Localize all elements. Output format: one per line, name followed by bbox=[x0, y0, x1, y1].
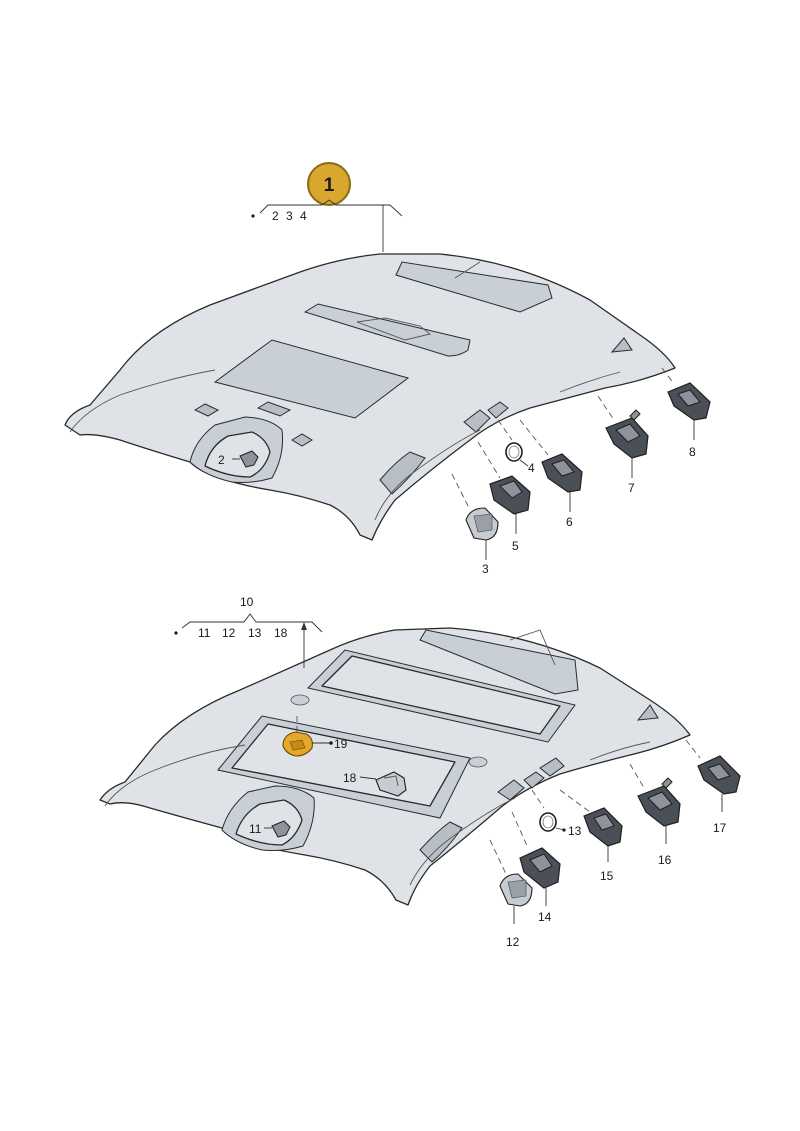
top-group-bracket: 2 3 4 bbox=[251, 199, 403, 223]
part-11-clip[interactable]: 11 bbox=[249, 820, 291, 838]
bottom-sub-item: 11 bbox=[198, 626, 211, 640]
callout-2: 2 bbox=[218, 453, 225, 467]
part-6-handle[interactable]: 6 bbox=[519, 419, 583, 529]
part-2-clip[interactable]: 2 bbox=[218, 450, 259, 468]
bottom-group-bracket: 10 11 12 13 18 bbox=[174, 595, 323, 640]
callout-13: 13 bbox=[568, 824, 582, 838]
main-part-badge[interactable]: 1 bbox=[307, 162, 351, 206]
part-18-bracket[interactable]: 18 bbox=[343, 771, 407, 797]
part-5-handle[interactable]: 5 bbox=[477, 441, 531, 553]
bottom-sub-item: 12 bbox=[222, 626, 236, 640]
part-14-handle[interactable]: 14 bbox=[511, 811, 561, 924]
callout-15: 15 bbox=[600, 869, 614, 883]
part-8-handle[interactable]: 8 bbox=[661, 367, 711, 459]
callout-19: 19 bbox=[334, 737, 348, 751]
part-16-handle[interactable]: 16 bbox=[629, 763, 681, 867]
top-sub-item: 2 bbox=[272, 209, 279, 223]
part-17-handle[interactable]: 17 bbox=[685, 739, 741, 835]
callout-4: 4 bbox=[528, 461, 535, 475]
callout-14: 14 bbox=[538, 910, 552, 924]
part-7-handle[interactable]: 7 bbox=[597, 395, 649, 495]
bottom-sub-item: 13 bbox=[248, 626, 262, 640]
callout-17: 17 bbox=[713, 821, 727, 835]
part-12-speaker-grille[interactable]: 12 bbox=[489, 839, 533, 949]
top-sub-item: 3 bbox=[286, 209, 293, 223]
parent-item-10: 10 bbox=[240, 595, 254, 609]
part-13-ring[interactable]: 13 bbox=[531, 789, 582, 838]
top-sub-item: 4 bbox=[300, 209, 307, 223]
bottom-sub-item: 18 bbox=[274, 626, 288, 640]
callout-6: 6 bbox=[566, 515, 573, 529]
callout-18: 18 bbox=[343, 771, 357, 785]
bottom-headliner bbox=[99, 622, 691, 906]
callout-12: 12 bbox=[506, 935, 520, 949]
part-15-handle[interactable]: 15 bbox=[559, 789, 623, 883]
callout-3: 3 bbox=[482, 562, 489, 576]
callout-8: 8 bbox=[689, 445, 696, 459]
main-part-number: 1 bbox=[324, 175, 335, 196]
part-3-speaker-grille[interactable]: 3 bbox=[451, 473, 499, 576]
callout-5: 5 bbox=[512, 539, 519, 553]
callout-11: 11 bbox=[249, 822, 262, 836]
part-4-ring[interactable]: 4 bbox=[497, 419, 535, 475]
callout-7: 7 bbox=[628, 481, 635, 495]
top-headliner bbox=[64, 205, 676, 541]
part-19-cover-highlighted[interactable]: 19 bbox=[282, 716, 348, 757]
callout-16: 16 bbox=[658, 853, 672, 867]
